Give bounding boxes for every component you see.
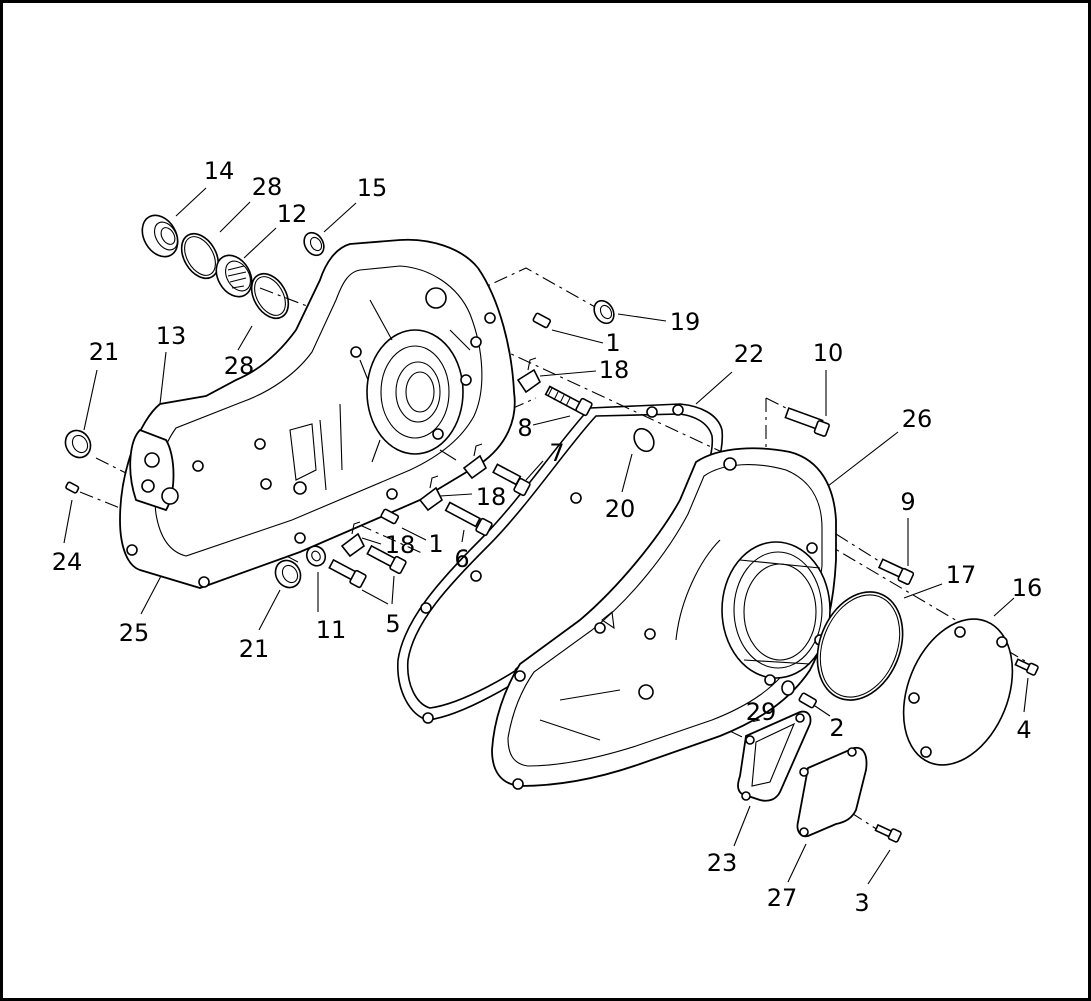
bearing-14 bbox=[141, 214, 179, 258]
callout-28-upper: 28 bbox=[252, 173, 283, 201]
screw-4 bbox=[1014, 658, 1039, 676]
dowel-pin-1-lower bbox=[380, 508, 400, 525]
dowel-pin-1-upper bbox=[532, 312, 552, 329]
needle-bearing-21-upper bbox=[64, 429, 92, 459]
access-cover bbox=[796, 746, 868, 838]
callout-21-lower: 21 bbox=[239, 635, 270, 663]
access-cover-gasket bbox=[737, 710, 812, 802]
screw-3 bbox=[874, 823, 902, 843]
tab-washer-18-d bbox=[340, 521, 366, 558]
needle-bearing-21-lower bbox=[274, 559, 302, 589]
inner-primary-cover bbox=[119, 238, 516, 589]
callout-6: 6 bbox=[454, 545, 469, 573]
callout-7: 7 bbox=[549, 439, 564, 467]
callout-12: 12 bbox=[277, 200, 308, 228]
retaining-ring-28-lower bbox=[250, 272, 290, 320]
stud-10 bbox=[784, 407, 830, 437]
callout-24: 24 bbox=[52, 548, 83, 576]
callout-23: 23 bbox=[707, 849, 738, 877]
bearing-12 bbox=[215, 254, 253, 298]
callout-17: 17 bbox=[946, 561, 977, 589]
callout-15: 15 bbox=[357, 174, 388, 202]
callout-26: 26 bbox=[902, 405, 933, 433]
bolt-5-lower bbox=[328, 558, 367, 589]
callout-25: 25 bbox=[119, 619, 150, 647]
callout-18-c: 18 bbox=[385, 531, 416, 559]
fitting-24 bbox=[65, 481, 80, 494]
callout-18-a: 18 bbox=[599, 356, 630, 384]
bolt-6 bbox=[444, 501, 493, 537]
callout-5: 5 bbox=[385, 610, 400, 638]
o-ring bbox=[816, 591, 904, 701]
bolt-7 bbox=[492, 463, 531, 497]
leader-lines bbox=[63, 187, 1029, 885]
callout-11: 11 bbox=[316, 616, 347, 644]
callout-19: 19 bbox=[670, 308, 701, 336]
callout-9: 9 bbox=[900, 488, 915, 516]
seal-15 bbox=[303, 231, 325, 257]
callout-27: 27 bbox=[767, 884, 798, 912]
clutch-inspection-cover bbox=[902, 618, 1014, 766]
callout-3: 3 bbox=[854, 889, 869, 917]
callout-1-lower: 1 bbox=[428, 530, 443, 558]
callout-20: 20 bbox=[605, 495, 636, 523]
callout-14: 14 bbox=[204, 157, 235, 185]
washer-11 bbox=[305, 545, 327, 567]
dowel-20 bbox=[633, 427, 655, 453]
bushing-19 bbox=[593, 299, 615, 325]
bolt-9 bbox=[877, 558, 915, 586]
callout-labels: 14 28 12 15 28 21 13 19 1 18 22 10 8 7 2… bbox=[52, 157, 1043, 917]
callout-8: 8 bbox=[517, 414, 532, 442]
callout-18-b: 18 bbox=[476, 483, 507, 511]
callout-28-lower: 28 bbox=[224, 352, 255, 380]
callout-13: 13 bbox=[156, 322, 187, 350]
callout-29: 29 bbox=[746, 698, 777, 726]
tab-washer-18-c bbox=[418, 475, 444, 512]
tab-washer-18-b bbox=[462, 443, 488, 480]
o-ring-29 bbox=[781, 680, 795, 696]
callout-1-upper: 1 bbox=[605, 329, 620, 357]
plug-2 bbox=[798, 692, 817, 709]
bolt-5-upper bbox=[366, 544, 407, 575]
callout-2: 2 bbox=[829, 714, 844, 742]
callout-4: 4 bbox=[1016, 716, 1031, 744]
callout-10: 10 bbox=[813, 339, 844, 367]
callout-21-upper: 21 bbox=[89, 338, 120, 366]
tab-washer-18-a bbox=[516, 357, 542, 394]
bolt-8 bbox=[544, 385, 593, 417]
callout-22: 22 bbox=[734, 340, 765, 368]
retaining-ring-28-upper bbox=[180, 232, 220, 280]
outer-primary-cover bbox=[491, 447, 837, 790]
callout-16: 16 bbox=[1012, 574, 1043, 602]
